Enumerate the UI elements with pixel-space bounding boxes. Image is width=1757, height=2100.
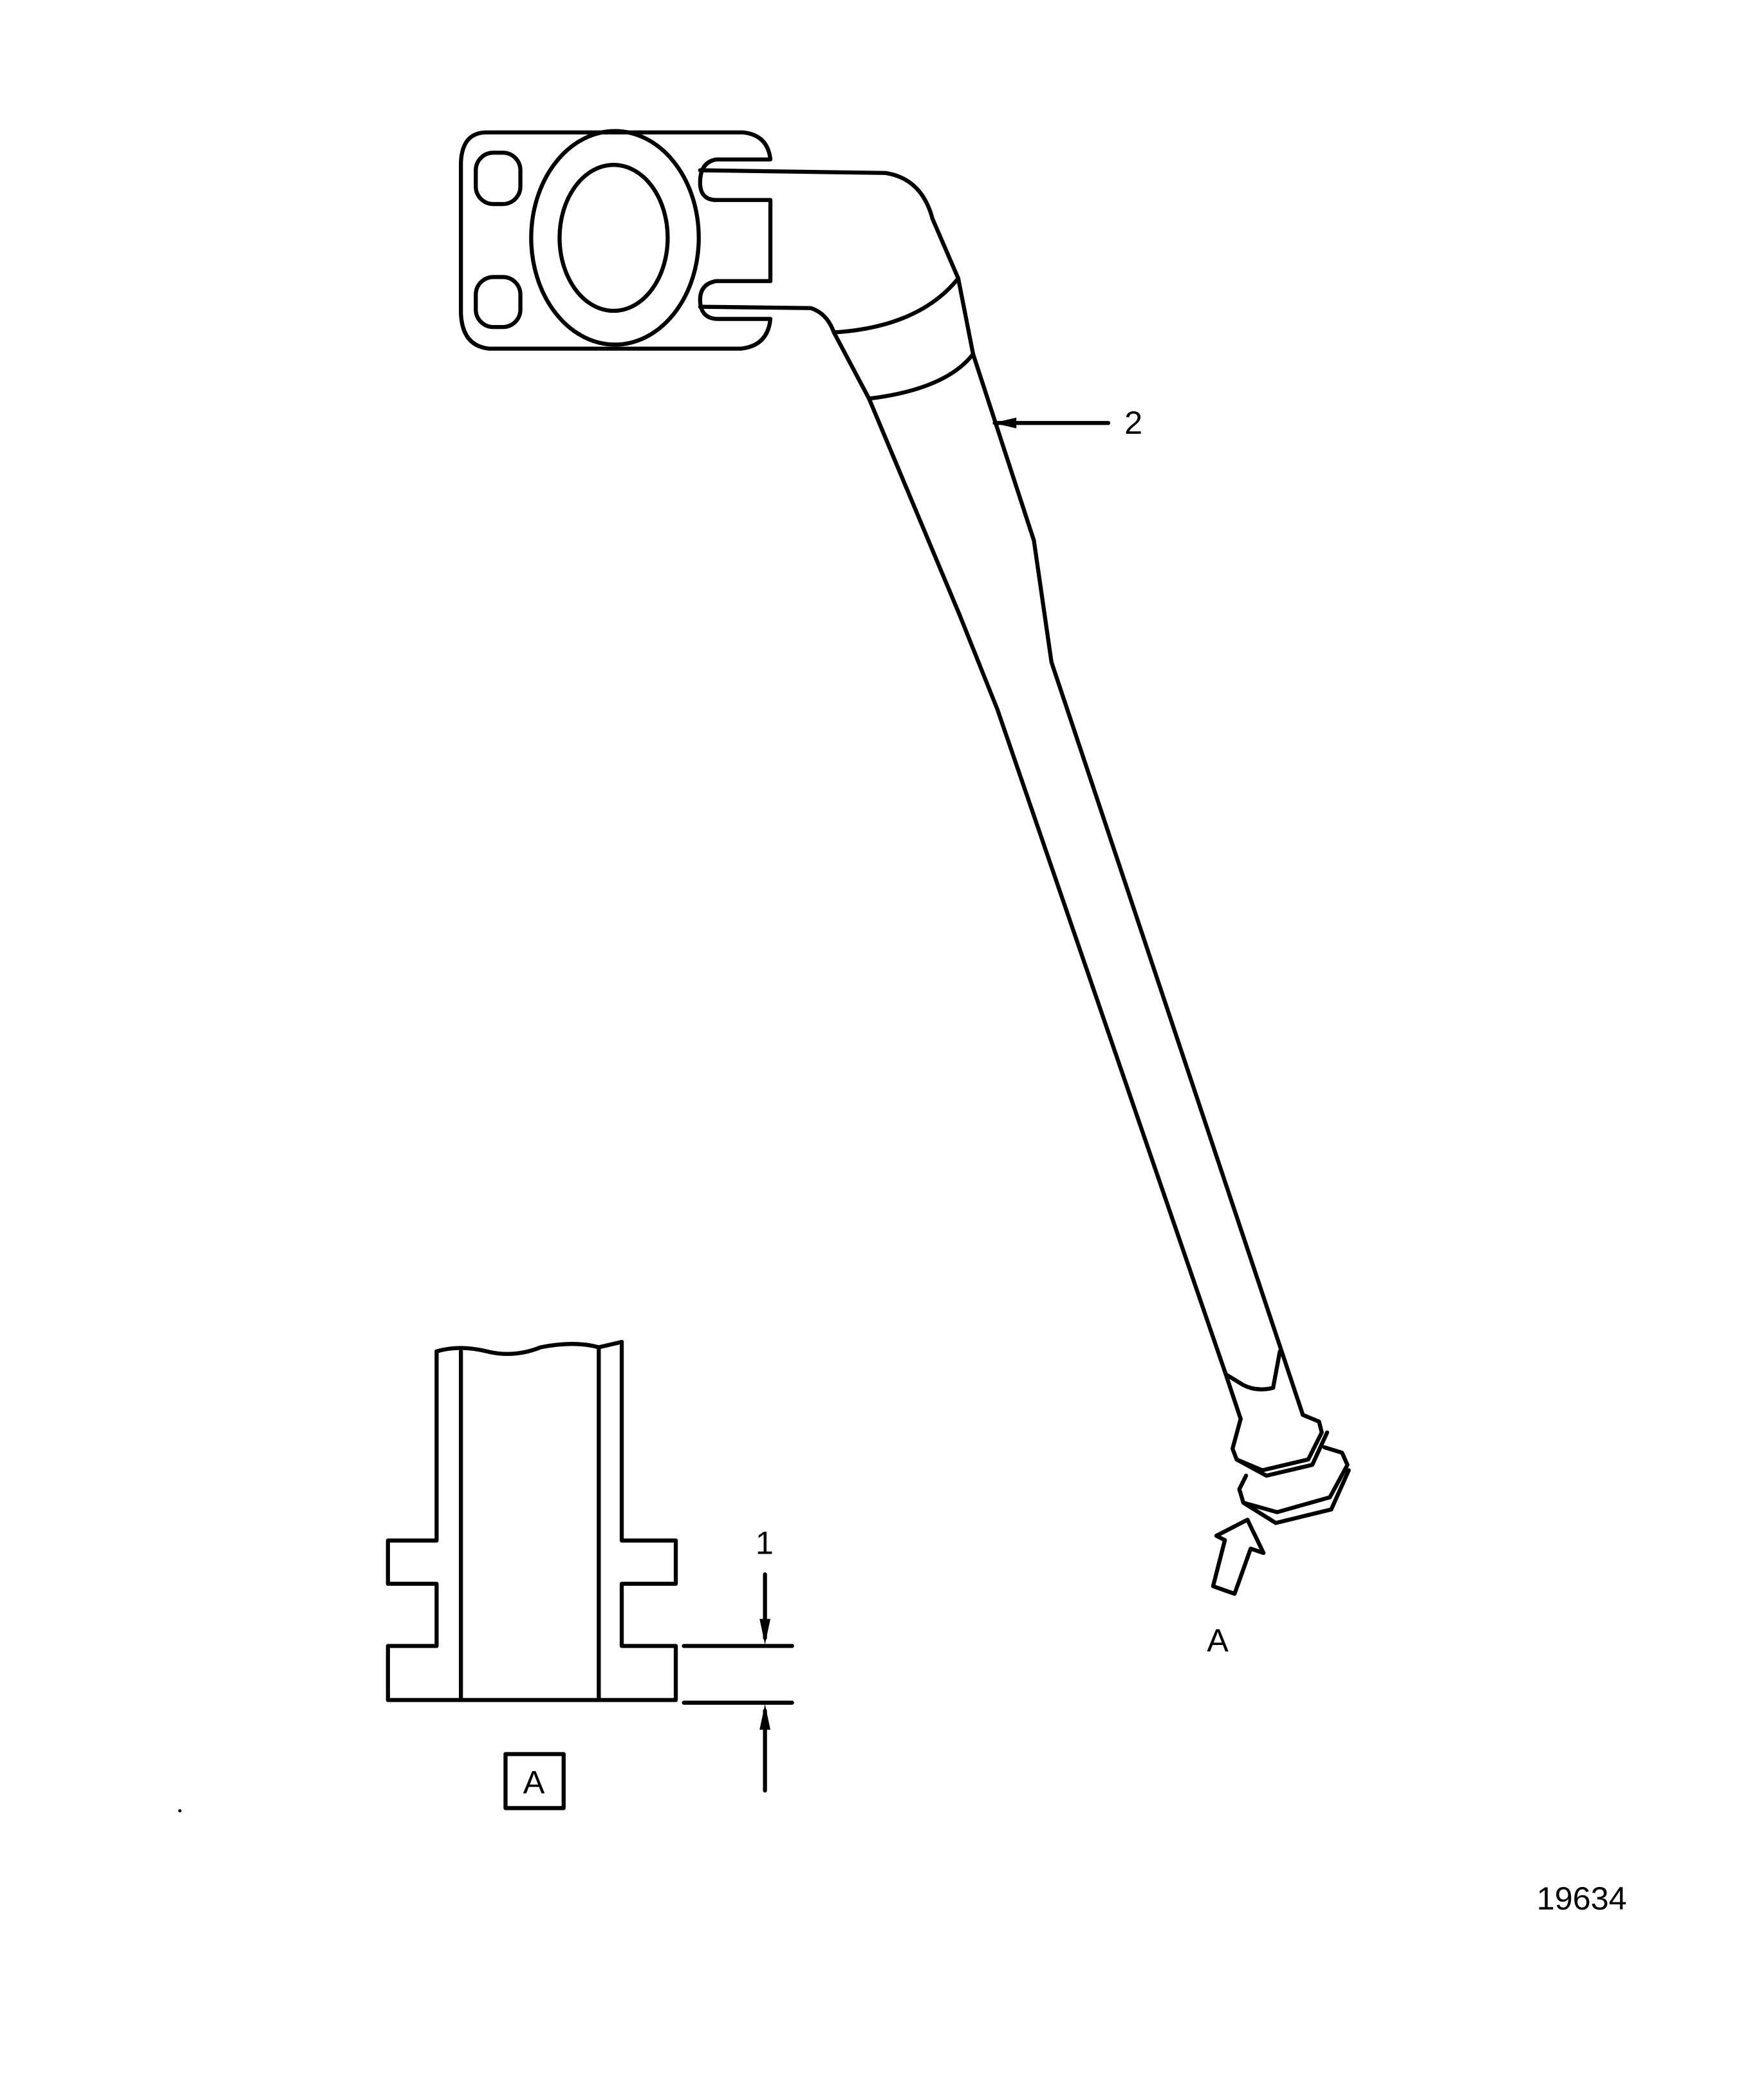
fitting-ring-1-lower [1234,1430,1330,1478]
hose-band-2 [867,351,976,401]
hose-right-edge [956,276,1305,1417]
fitting-ring-1 [1230,1413,1324,1473]
hose-left-edge [832,330,1243,1421]
elbow-top-edge [698,168,961,281]
detail-wavy-break [434,1339,624,1356]
elbow-bottom-edge [698,304,836,335]
scan-dot [178,1809,181,1813]
detail-outer-profile [386,1339,678,1702]
figure-number: 19634 [1537,1880,1627,1917]
view-arrow-label: A [1207,1622,1229,1659]
flange-ring-outer [529,129,701,347]
hose-band-1 [832,276,961,335]
detail-label-box [503,1752,566,1810]
bolt-hole-bottom [474,275,523,330]
view-arrow-a [1211,1518,1266,1596]
hose-end-collar [1223,1349,1282,1391]
flange [459,129,773,351]
dimension-arrowhead-top [759,1619,771,1645]
hose [698,168,1305,1421]
detail-a: 1 A [386,1339,794,1810]
callout-arrowhead-2 [993,417,1017,429]
dimension-label: 1 [756,1525,774,1561]
detail-label: A [523,1763,545,1800]
callout-2: 2 [1124,404,1142,441]
dimension-arrowhead-bottom [759,1704,771,1730]
nozzle-fitting [1230,1413,1351,1525]
flange-ring-inner [557,163,670,313]
bolt-hole-top [474,151,523,207]
fitting-ring-2 [1237,1445,1350,1514]
fitting-ring-2-lower [1241,1468,1351,1525]
flange-outline [459,130,773,351]
